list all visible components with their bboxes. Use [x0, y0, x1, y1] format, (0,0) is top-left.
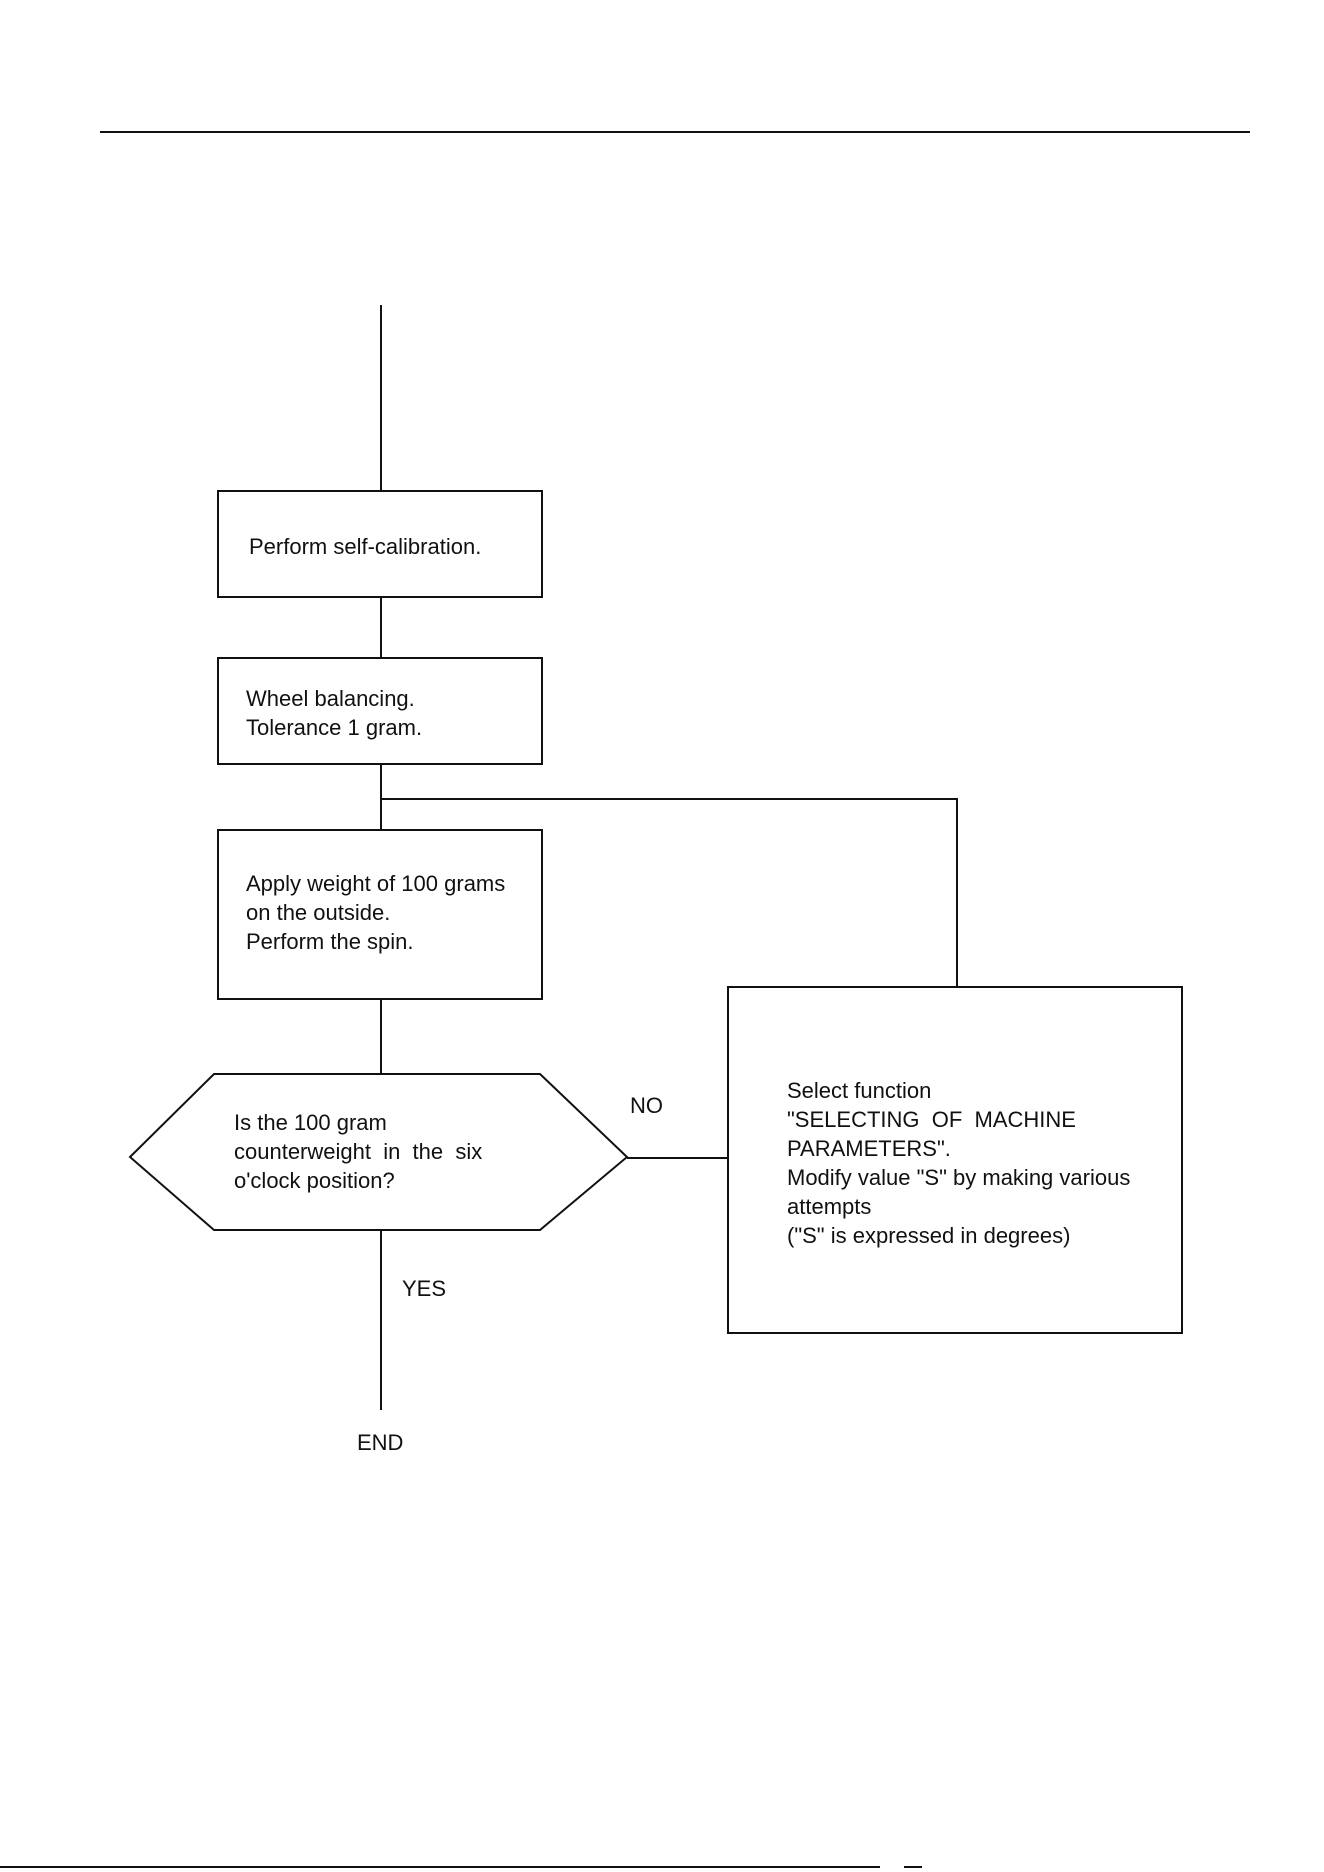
adjust-text-line6: ("S" is expressed in degrees) — [787, 1223, 1071, 1248]
calibration-text: Perform self-calibration. — [249, 534, 482, 559]
decision-hexagon — [128, 1073, 629, 1231]
weight-box: Apply weight of 100 grams on the outside… — [217, 829, 543, 1000]
weight-text-line2: on the outside. — [246, 900, 391, 925]
connector-no-branch — [627, 1157, 728, 1159]
decision-text-line3: o'clock position? — [234, 1168, 395, 1193]
yes-label: YES — [402, 1276, 447, 1301]
end-label: END — [357, 1430, 404, 1455]
adjust-text-line5: attempts — [787, 1194, 872, 1219]
adjust-text-line1: Select function — [787, 1078, 932, 1103]
connector-loop-horizontal — [380, 798, 958, 800]
connector-calibration-balancing — [380, 598, 382, 658]
weight-text-line3: Perform the spin. — [246, 929, 414, 954]
adjust-text-line3: PARAMETERS". — [787, 1136, 951, 1161]
connector-start — [380, 305, 382, 490]
decision-text-line1: Is the 100 gram — [234, 1110, 387, 1135]
weight-text-line1: Apply weight of 100 grams — [246, 871, 506, 896]
balancing-text-line1: Wheel balancing. — [246, 686, 415, 711]
balancing-box: Wheel balancing. Tolerance 1 gram. — [217, 657, 543, 765]
adjust-text-line2: "SELECTING OF MACHINE — [787, 1107, 1076, 1132]
bottom-rule — [0, 1866, 880, 1868]
connector-yes-branch — [380, 1230, 382, 1410]
bottom-rule-mark — [904, 1866, 922, 1868]
no-label: NO — [630, 1093, 663, 1118]
connector-balancing-weight — [380, 765, 382, 830]
connector-weight-decision — [380, 1000, 382, 1074]
connector-loop-vertical — [956, 798, 958, 986]
calibration-box: Perform self-calibration. — [217, 490, 543, 598]
adjust-parameters-box: Select function "SELECTING OF MACHINE PA… — [727, 986, 1183, 1334]
balancing-text-line2: Tolerance 1 gram. — [246, 715, 423, 740]
decision-text-line2: counterweight in the six — [234, 1139, 483, 1164]
top-rule — [100, 131, 1250, 133]
adjust-text-line4: Modify value "S" by making various — [787, 1165, 1131, 1190]
